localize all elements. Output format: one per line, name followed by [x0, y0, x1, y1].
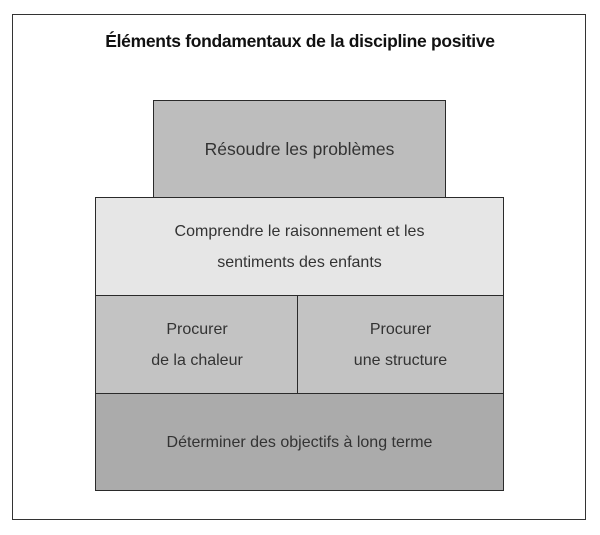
- block-text: une structure: [353, 352, 448, 369]
- block-objectifs-long-terme: Déterminer des objectifs à long terme: [95, 393, 504, 491]
- block-comprendre-raisonnement: Comprendre le raisonnement et les sentime…: [95, 197, 504, 297]
- diagram-frame: [12, 14, 586, 520]
- block-procurer-chaleur: Procurer de la chaleur: [95, 295, 299, 395]
- block-text: Résoudre les problèmes: [204, 139, 395, 159]
- block-text: Procurer: [166, 321, 228, 338]
- block-text: Procurer: [369, 321, 432, 338]
- block-text: sentiments des enfants: [217, 254, 382, 271]
- block-procurer-structure: Procurer une structure: [297, 295, 504, 395]
- block-text: Comprendre le raisonnement et les: [174, 223, 425, 240]
- block-resoudre-problemes: Résoudre les problèmes: [153, 100, 446, 199]
- block-text: de la chaleur: [151, 352, 243, 369]
- diagram-title: Éléments fondamentaux de la discipline p…: [105, 31, 495, 51]
- block-text: Déterminer des objectifs à long terme: [166, 433, 433, 451]
